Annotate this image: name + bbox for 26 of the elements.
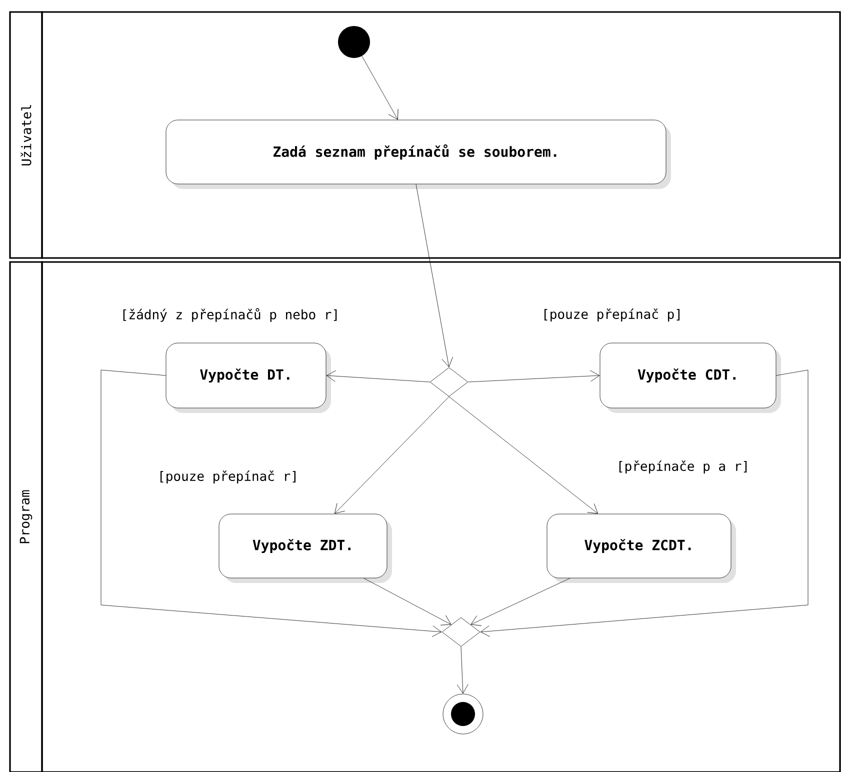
arrow <box>326 370 430 382</box>
node-label: Uživatel <box>20 104 32 166</box>
decision-diamond <box>430 367 468 397</box>
guard-label: [přepínače p a r] <box>615 459 751 475</box>
final-node <box>442 694 484 734</box>
guard-label: [pouze přepínač r] <box>156 469 300 485</box>
action-box: Vypočte DT. <box>166 342 331 413</box>
arrow <box>364 578 452 626</box>
action-box: Zadá seznam přepínačů se souborem. <box>166 120 671 189</box>
arrow <box>470 578 570 626</box>
arrow <box>416 184 453 368</box>
node-label: Program <box>20 490 32 544</box>
decision-diamond <box>442 617 480 647</box>
action-box: Vypočte ZCDT. <box>546 514 736 583</box>
arrow <box>100 370 442 637</box>
action-box: Vypočte CDT. <box>600 342 781 413</box>
arrow <box>480 370 808 637</box>
arrow <box>362 56 398 120</box>
arrow <box>334 396 450 514</box>
guard-label: [žádný z přepínačů p nebo r] <box>119 307 341 323</box>
arrow <box>448 396 598 514</box>
guard-label: [pouze přepínač p] <box>540 307 684 323</box>
action-box: Vypočte ZDT. <box>218 514 392 583</box>
arrow <box>456 646 468 694</box>
initial-node <box>338 26 370 58</box>
arrow <box>468 370 600 382</box>
